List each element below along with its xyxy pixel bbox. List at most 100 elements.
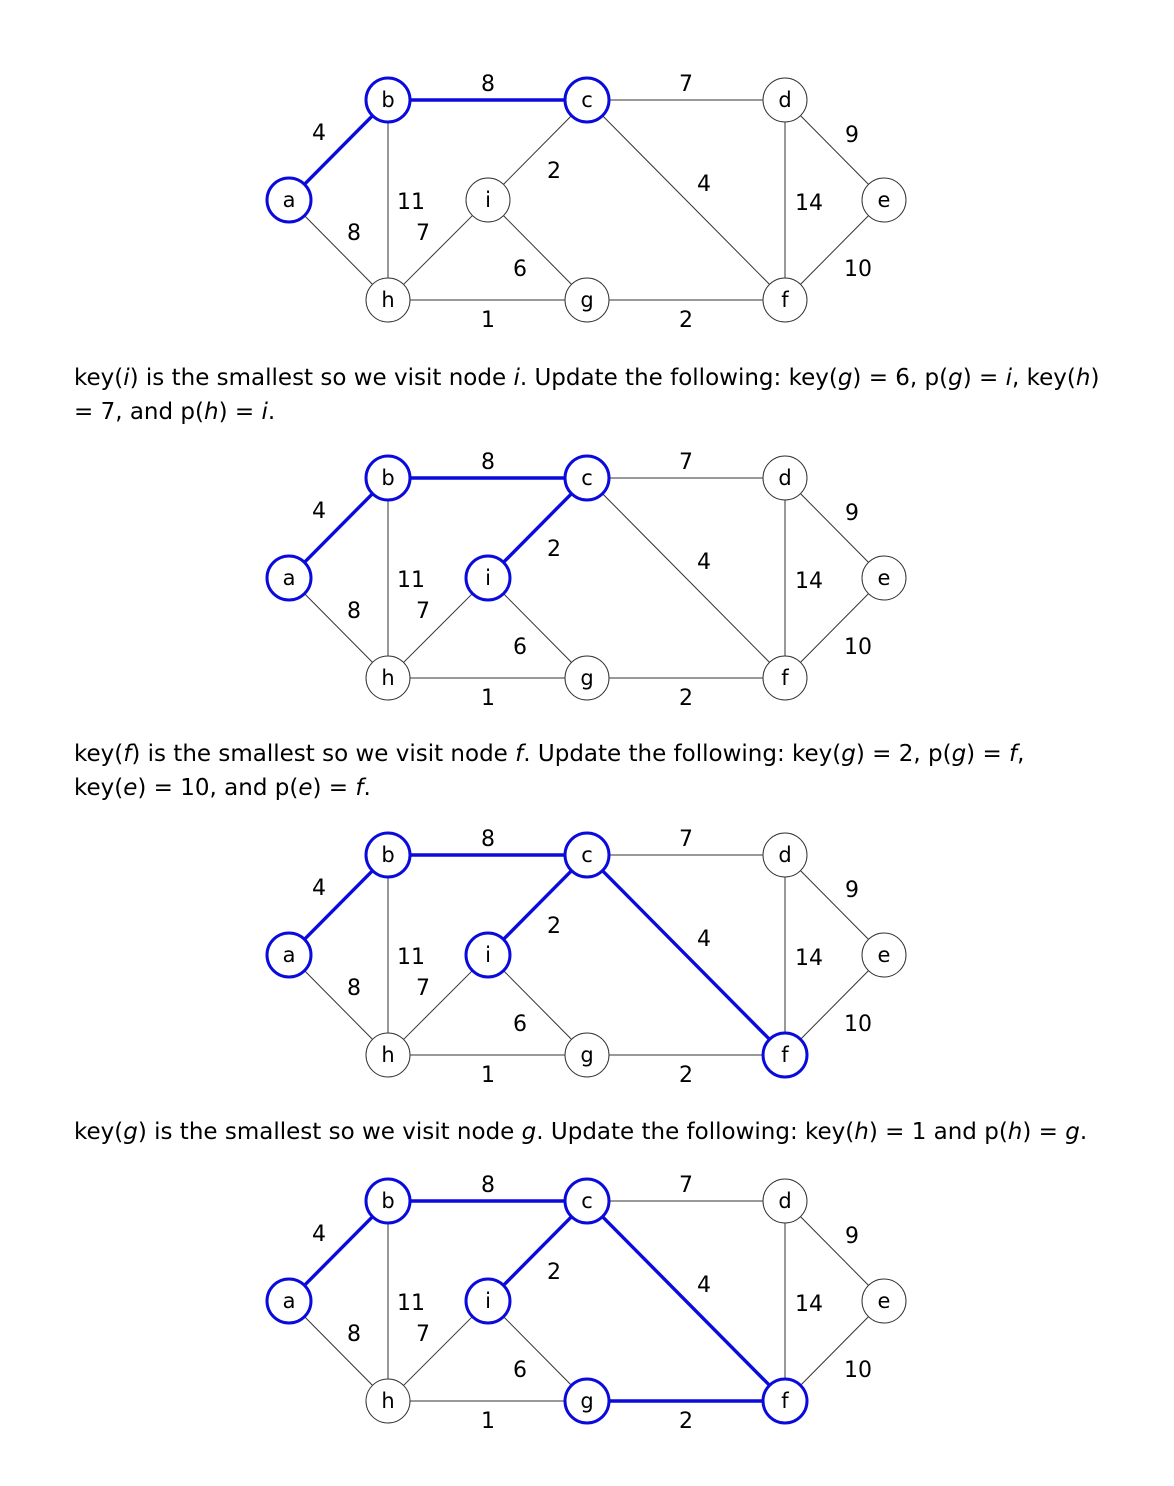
edge-weight-d-e: 9 (845, 123, 859, 148)
paragraph-text: ) = 10, and p( (137, 775, 299, 801)
node-label-b: b (381, 843, 394, 867)
edge-h-i (403, 1316, 473, 1386)
node-circle-i (465, 177, 511, 223)
edge-weight-i-g: 6 (513, 1012, 527, 1037)
node-label-c: c (581, 466, 593, 490)
node-label-a: a (283, 943, 296, 967)
paragraph-text: key( (74, 1119, 124, 1145)
edge-weight-a-b: 4 (312, 499, 326, 524)
node-circle-e (861, 932, 907, 978)
node-label-b: b (381, 88, 394, 112)
node-label-d: d (778, 843, 791, 867)
node-i: i (465, 177, 511, 223)
edge-weight-d-e: 9 (845, 1224, 859, 1249)
edge-weight-b-c: 8 (481, 72, 495, 97)
node-circle-a (265, 1277, 313, 1325)
edge-d-e (800, 870, 869, 940)
edge-c-i (503, 115, 572, 185)
node-label-e: e (878, 1289, 891, 1313)
edge-a-h (304, 215, 373, 285)
node-label-d: d (778, 466, 791, 490)
edge-c-f (602, 115, 770, 285)
node-circle-c (563, 454, 611, 502)
paragraph-text: ) = (1022, 1119, 1066, 1145)
edge-weight-d-e: 9 (845, 501, 859, 526)
edge-weight-a-b: 4 (312, 121, 326, 146)
paragraph-text: ) = 1 and p( (868, 1119, 1008, 1145)
node-label-g: g (580, 666, 593, 690)
node-label-h: h (381, 1043, 394, 1067)
edge-e-f (800, 593, 869, 663)
node-h: h (365, 277, 411, 323)
node-label-e: e (878, 188, 891, 212)
node-circle-f (762, 655, 808, 701)
node-f: f (762, 655, 808, 701)
edge-h-i (403, 215, 473, 285)
node-h: h (365, 655, 411, 701)
node-d: d (762, 1178, 808, 1224)
math-variable: e (123, 775, 138, 801)
node-c: c (563, 454, 611, 502)
edge-weight-h-g: 1 (481, 308, 495, 333)
edge-weight-b-c: 8 (481, 450, 495, 475)
edge-c-f (601, 1215, 771, 1387)
math-variable: g (841, 741, 856, 767)
node-a: a (265, 554, 313, 602)
edge-weight-e-f: 10 (844, 257, 872, 282)
edge-i-g (503, 215, 572, 285)
node-circle-c (563, 1177, 611, 1225)
edge-weight-c-f: 4 (697, 172, 711, 197)
edge-weight-b-h: 11 (397, 1291, 425, 1316)
math-variable: e (298, 775, 313, 801)
edge-d-e (800, 115, 869, 185)
edge-h-i (403, 970, 473, 1040)
node-h: h (365, 1032, 411, 1078)
paragraph-text: ) = (312, 775, 356, 801)
node-label-f: f (781, 1043, 789, 1067)
node-label-f: f (781, 288, 789, 312)
edge-d-e (800, 493, 869, 563)
paragraph-text: ) = (962, 365, 1006, 391)
math-variable: g (123, 1119, 138, 1145)
node-circle-g (564, 277, 610, 323)
node-circle-h (365, 1032, 411, 1078)
math-variable: f (515, 741, 524, 767)
edge-weight-a-b: 4 (312, 876, 326, 901)
math-variable: f (355, 775, 364, 801)
node-circle-b (364, 454, 412, 502)
paragraph-text: key( (74, 365, 124, 391)
node-circle-g (563, 1377, 611, 1425)
node-label-i: i (485, 1289, 491, 1313)
node-label-e: e (878, 943, 891, 967)
paragraph-text: ) = (218, 399, 262, 425)
node-circle-a (265, 554, 313, 602)
edge-c-f (602, 493, 770, 663)
edge-weight-b-h: 11 (397, 568, 425, 593)
node-e: e (861, 1278, 907, 1324)
node-circle-g (564, 655, 610, 701)
node-label-f: f (781, 666, 789, 690)
node-b: b (364, 76, 412, 124)
edge-c-i (502, 1215, 573, 1287)
node-label-i: i (485, 188, 491, 212)
math-variable: f (123, 741, 132, 767)
node-circle-f (761, 1031, 809, 1079)
edge-weight-e-f: 10 (844, 1012, 872, 1037)
paragraph-text: ) = (966, 741, 1010, 767)
math-variable: i (513, 365, 520, 391)
edge-e-f (800, 970, 869, 1040)
edge-weight-c-i: 2 (547, 914, 561, 939)
node-circle-c (563, 76, 611, 124)
node-g: g (564, 655, 610, 701)
edge-a-h (304, 1316, 373, 1386)
edge-weight-g-f: 2 (679, 308, 693, 333)
edge-weight-g-f: 2 (679, 686, 693, 711)
node-label-c: c (581, 88, 593, 112)
edge-weight-c-d: 7 (679, 827, 693, 852)
node-e: e (861, 555, 907, 601)
edge-d-e (800, 1216, 869, 1286)
